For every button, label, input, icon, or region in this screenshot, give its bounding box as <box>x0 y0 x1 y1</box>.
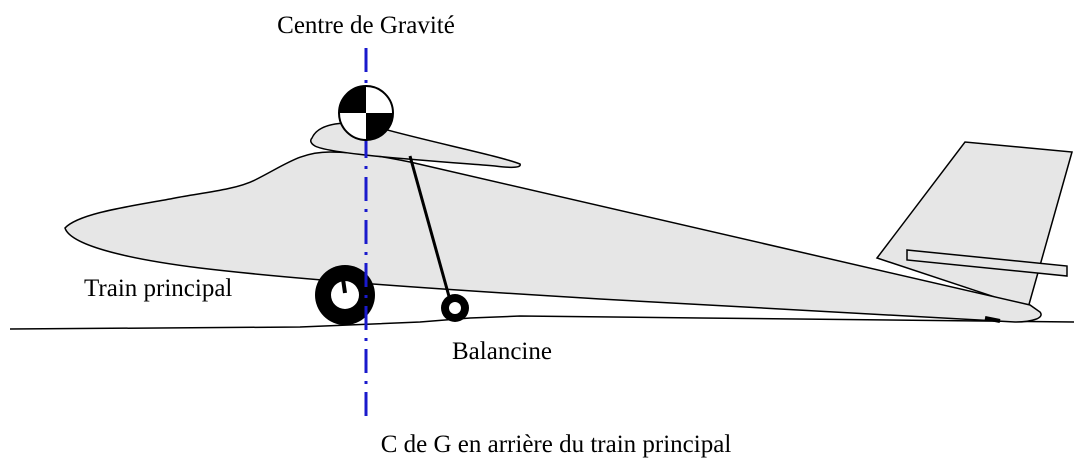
main-gear-label: Train principal <box>84 275 232 302</box>
caption-label: C de G en arrière du train principal <box>381 431 732 458</box>
main-wheel <box>315 265 375 325</box>
cg-title-label: Centre de Gravité <box>277 12 455 39</box>
tail-skid <box>984 316 1001 323</box>
wing-strut <box>408 155 452 301</box>
ground-line <box>9 315 1074 330</box>
fuselage <box>64 151 1042 323</box>
outrigger-wheel <box>441 294 469 322</box>
outrigger-label: Balancine <box>452 338 552 365</box>
horizontal-stabilizer <box>906 249 1068 277</box>
cg-symbol-icon <box>338 85 394 141</box>
